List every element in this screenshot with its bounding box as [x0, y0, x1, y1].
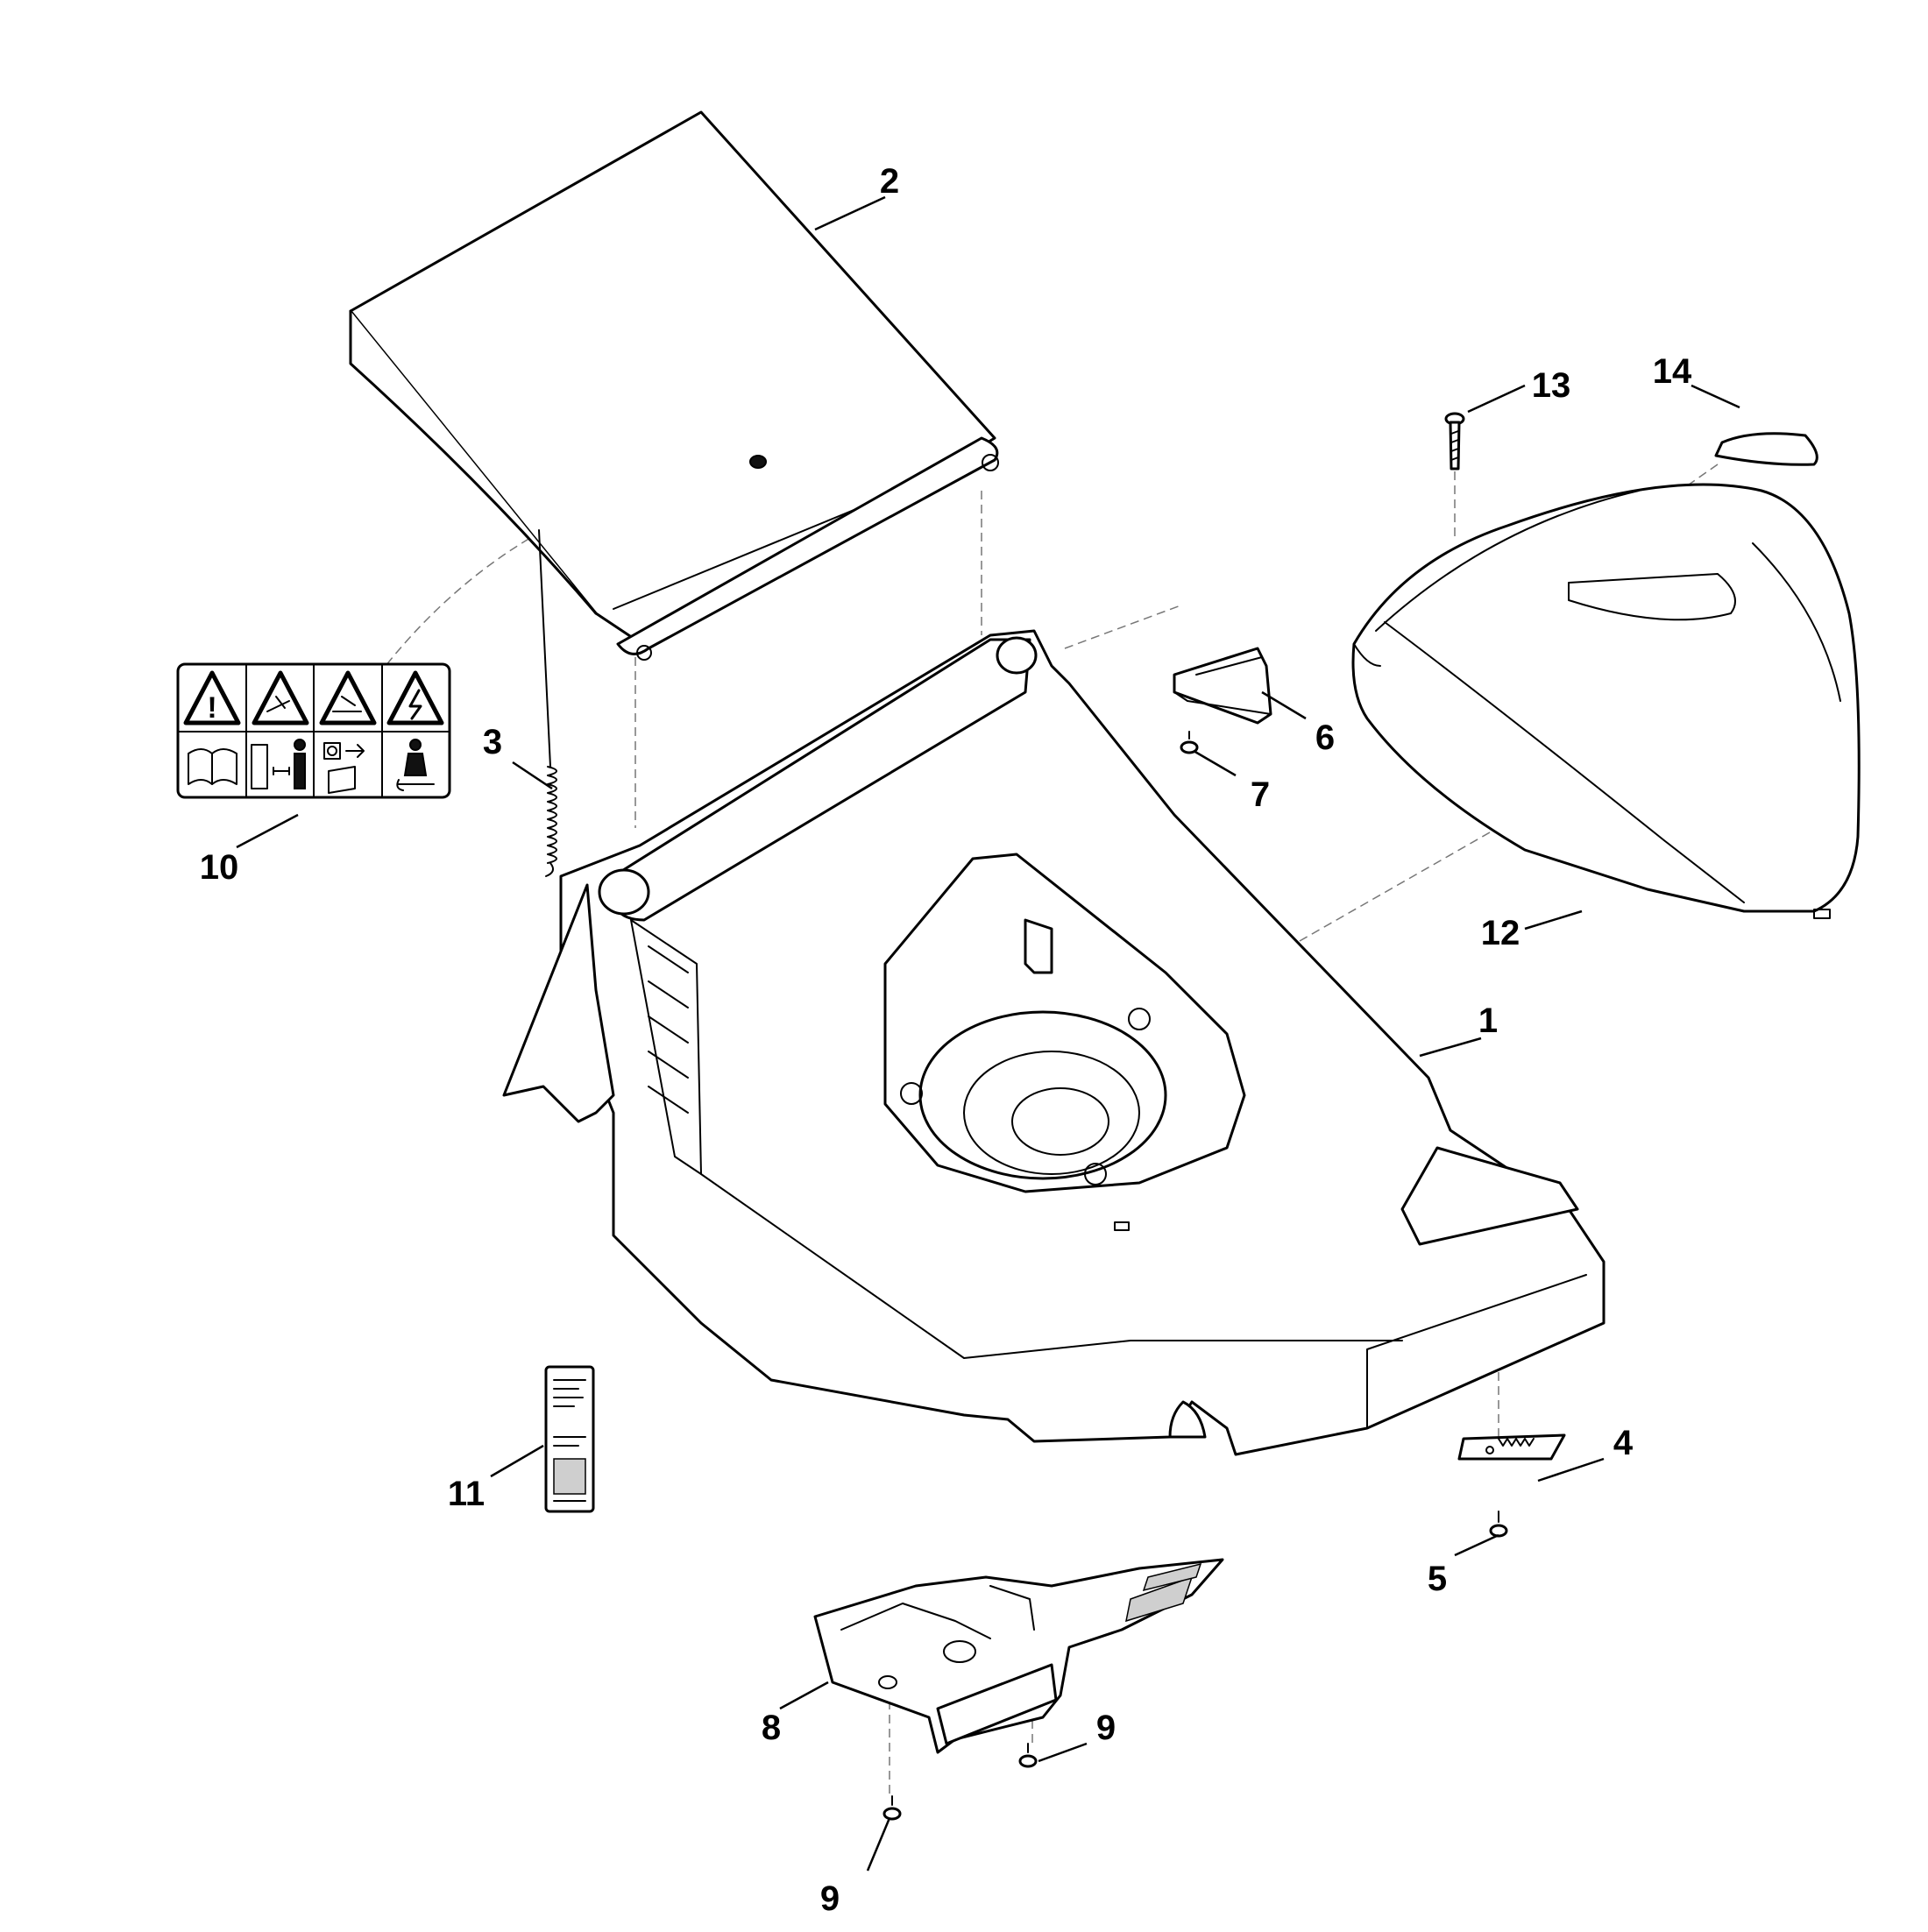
- screw-13: [1444, 412, 1465, 471]
- disconnect-plug-icon: [323, 742, 365, 794]
- blade-warning-icon: [319, 670, 377, 725]
- callout-13: 13: [1532, 366, 1571, 405]
- callout-14: 14: [1653, 352, 1692, 391]
- screw-9a: [882, 1795, 902, 1821]
- callout-10: 10: [200, 848, 239, 887]
- callout-11: 11: [448, 1475, 485, 1513]
- callouts: 1 2 3 4 5 6 7 8 9 9 10 11 12 13 14: [200, 162, 1692, 1918]
- svg-text:!: !: [207, 691, 216, 725]
- distance-icon: [251, 739, 306, 789]
- callout-9a: 9: [820, 1879, 840, 1918]
- callout-2: 2: [880, 162, 899, 201]
- manual-icon: [188, 748, 237, 785]
- callout-1: 1: [1478, 1001, 1498, 1040]
- bracket-part: [1173, 647, 1272, 725]
- warning-icon: !: [183, 670, 241, 725]
- deflector-part: [813, 1558, 1224, 1754]
- cap-part: [1714, 432, 1818, 466]
- callout-3: 3: [483, 723, 502, 761]
- deck-part: [502, 629, 1605, 1456]
- plate-part: [1457, 1433, 1566, 1461]
- callout-8: 8: [762, 1709, 781, 1747]
- electric-shock-warning-icon: [386, 670, 444, 725]
- screw-7: [1180, 731, 1199, 754]
- callout-9b: 9: [1096, 1709, 1116, 1747]
- engine-hood-part: [1351, 483, 1861, 919]
- operator-icon: [396, 739, 435, 791]
- rear-flap-part: [349, 110, 999, 661]
- callout-12: 12: [1481, 914, 1520, 952]
- callout-6: 6: [1315, 718, 1335, 757]
- warning-decal-part: !: [176, 662, 451, 799]
- callout-7: 7: [1251, 775, 1270, 814]
- callout-5: 5: [1428, 1560, 1447, 1598]
- label-card-part: [544, 1365, 595, 1513]
- screw-5: [1489, 1511, 1508, 1538]
- leader-lines: [236, 195, 1740, 1872]
- spring-part: [538, 529, 557, 877]
- callout-4: 4: [1613, 1424, 1634, 1462]
- thrown-object-warning-icon: [252, 670, 309, 725]
- screw-9b: [1018, 1743, 1038, 1768]
